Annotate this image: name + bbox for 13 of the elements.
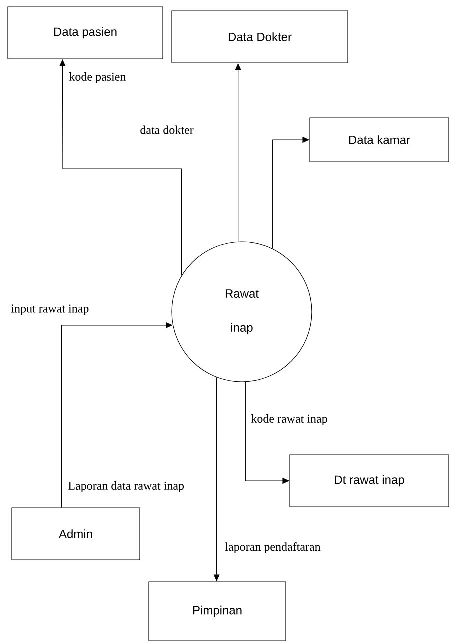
entity-box: Data Dokter xyxy=(172,10,348,64)
flow-label: Laporan data rawat inap xyxy=(67,480,186,494)
entity-box: Pimpinan xyxy=(148,582,286,642)
entity-box: Admin xyxy=(12,508,140,560)
entity-box: Dt rawat inap xyxy=(290,454,450,508)
edge-label: kode rawat inap xyxy=(250,414,329,426)
edge-label: laporan pendaftaran xyxy=(224,542,322,554)
edge-label: input rawat inap xyxy=(10,304,90,316)
edge-label: data dokter xyxy=(139,124,195,136)
entity-box: Data pasien xyxy=(8,6,164,60)
entity-box: Data kamar xyxy=(310,118,450,162)
arrow xyxy=(61,322,173,508)
edge-label: kode pasien xyxy=(68,72,128,84)
